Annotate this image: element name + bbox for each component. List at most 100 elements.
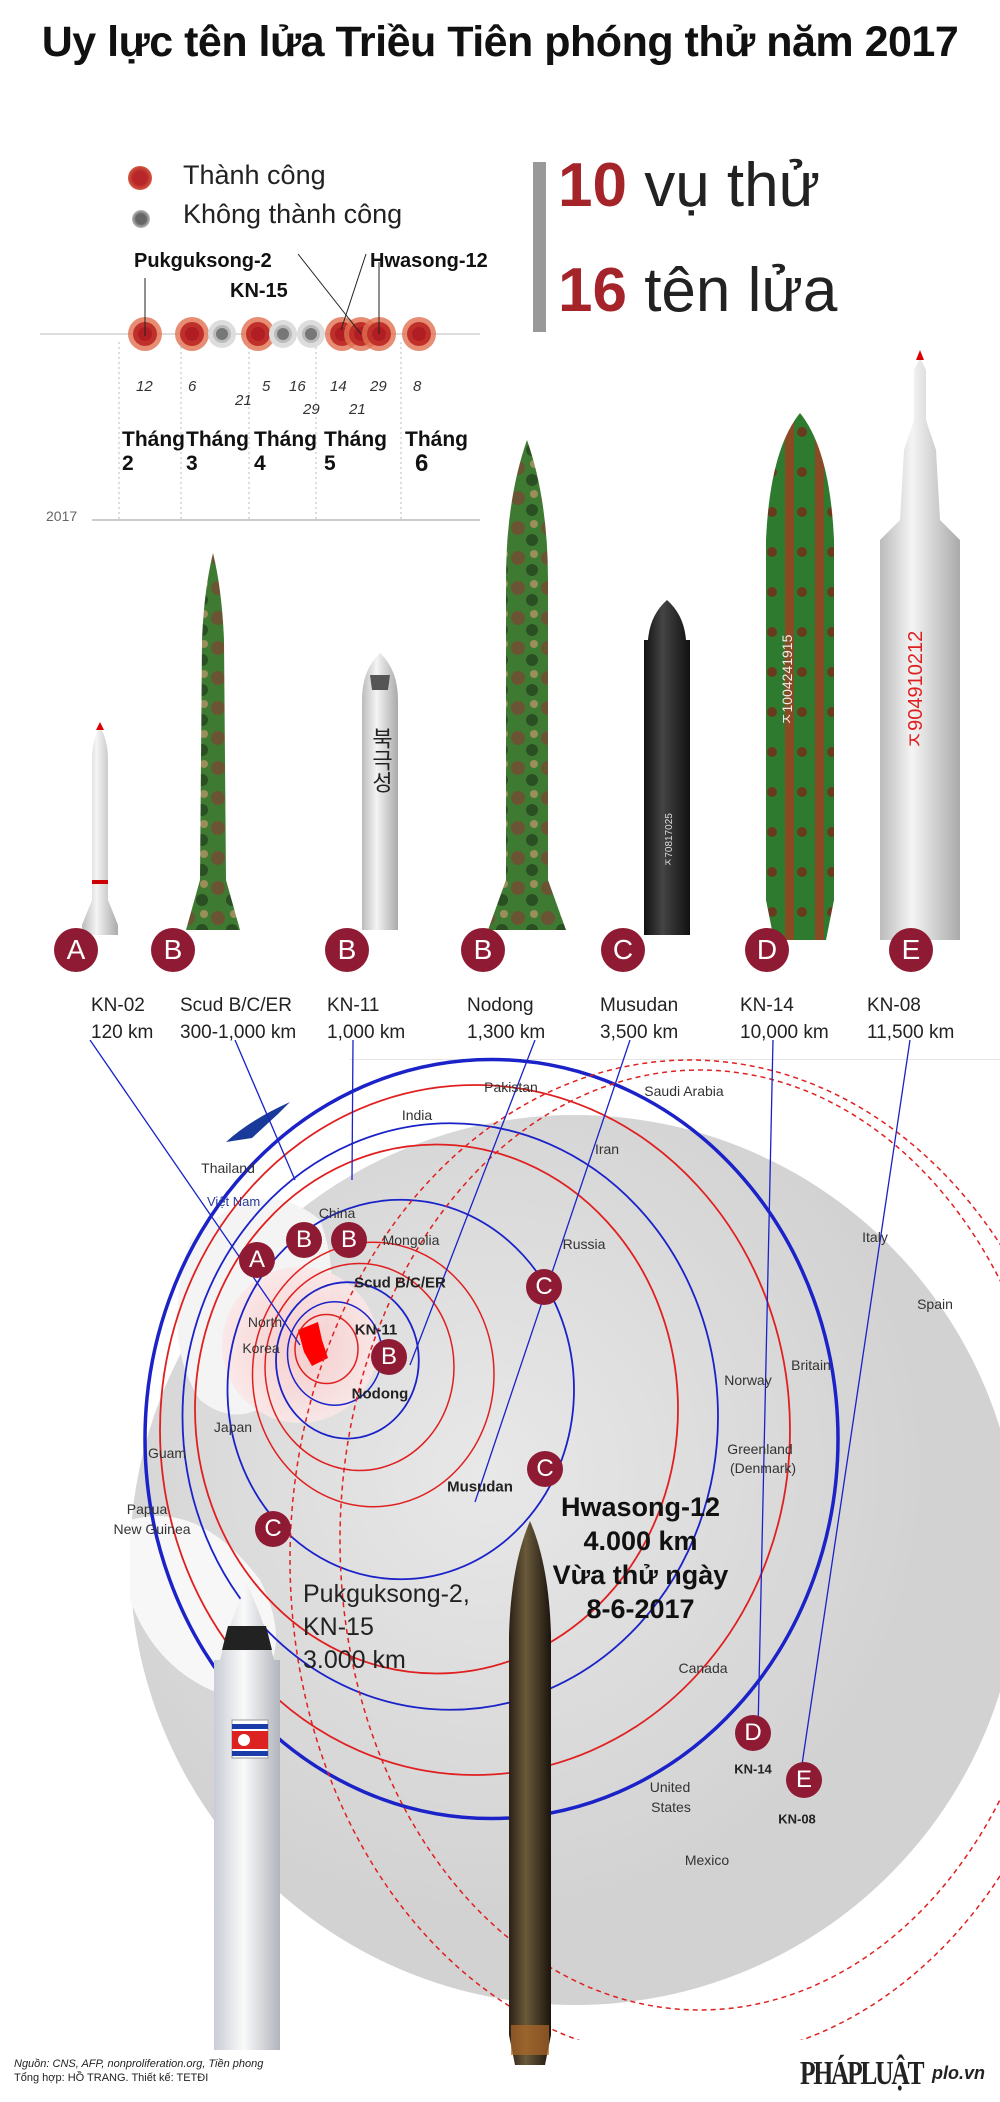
year-label: 2017 (46, 508, 78, 524)
map-label: Canada (678, 1660, 728, 1676)
hwasong-caption: Hwasong-12 4.000 km Vừa thử ngày 8-6-2017 (548, 1490, 733, 1626)
test-dot-fail (208, 320, 236, 348)
month-number: 4 (254, 452, 266, 475)
map-label: Norway (724, 1372, 772, 1388)
month-number: 2 (122, 452, 134, 475)
callout-leader (297, 253, 362, 335)
north-korea-shape (298, 1322, 328, 1366)
hwasong-test-label: Vừa thử ngày (552, 1560, 729, 1590)
missile-marker-d: D (745, 928, 789, 972)
map-label: Greenland (727, 1441, 793, 1457)
range-ring (143, 1057, 840, 1821)
hwasong-name: Hwasong-12 (560, 1492, 721, 1522)
missile-kn02 (82, 722, 118, 935)
missile-name: KN-14 (740, 995, 794, 1016)
test-date: 29 (370, 378, 387, 395)
hwasong-test-date: 8-6-2017 (586, 1594, 695, 1624)
map-label: New Guinea (113, 1521, 191, 1537)
logo-phapluat: PHÁPLUẬT (800, 2055, 925, 2092)
missile-scud (186, 553, 240, 930)
pukguksong-alt-name: KN-15 (303, 1613, 374, 1641)
missile-marker-b: B (461, 928, 505, 972)
map-marker-c: C (255, 1511, 291, 1547)
leader-line (89, 1040, 301, 1346)
test-dot-success (402, 317, 436, 351)
missile-label: KN-08 11,500 km (867, 992, 954, 1046)
missile-nodong (488, 440, 566, 930)
test-date: 6 (188, 378, 197, 395)
missile-range: 11,500 km (867, 1022, 955, 1043)
range-ring (275, 1281, 420, 1440)
missile-name: Nodong (467, 995, 534, 1016)
test-dot-success (241, 317, 275, 351)
missile-name: KN-11 (327, 995, 380, 1016)
map-label: Papua (126, 1501, 168, 1517)
stats-bar (533, 162, 546, 332)
map-label: Korea (242, 1340, 280, 1356)
map-label: Saudi Arabia (644, 1083, 724, 1099)
missile-range: 3,500 km (600, 1022, 679, 1043)
leader-line (799, 1040, 911, 1779)
footer-credit: Tổng hợp: HỒ TRANG. Thiết kế: TETĐI (14, 2072, 209, 2084)
map-missile-label: KN-14 (734, 1761, 772, 1777)
map-missile-label: Musudan (447, 1478, 513, 1496)
month-word: Tháng (405, 428, 468, 451)
leader-line (351, 1040, 354, 1181)
map-label: Spain (917, 1296, 953, 1312)
pukguksong-name: Pukguksong-2, (303, 1580, 470, 1608)
map-label: Russia (562, 1236, 606, 1252)
leader-line (234, 1040, 296, 1181)
map-label: Britain (791, 1357, 831, 1373)
range-ring-dashed (289, 1059, 1000, 2040)
test-date: 5 (262, 378, 271, 395)
callout-pukguksong: Pukguksong-2 (134, 250, 272, 272)
tests-stat: 10 vụ thử (558, 150, 820, 221)
map-label: China (318, 1205, 356, 1221)
test-date: 12 (136, 378, 153, 395)
test-dot-success (175, 317, 209, 351)
vietnam-shape (226, 1102, 290, 1142)
missile-name: KN-08 (867, 995, 921, 1016)
test-date: 16 (289, 378, 306, 395)
map-label: Iran (594, 1141, 620, 1157)
missile-name: Scud B/C/ER (180, 995, 292, 1016)
map-label: Pakistan (484, 1079, 538, 1095)
pukguksong-range: 3.000 km (303, 1646, 406, 1674)
map-label: Japan (213, 1419, 253, 1435)
missiles-count: 16 (558, 256, 627, 325)
site-link[interactable]: plo.vn (932, 2063, 985, 2083)
missile-marker-a: A (54, 928, 98, 972)
missile-kn14: ㅈ1004241915 (766, 413, 834, 940)
legend-fail-label: Không thành công (183, 199, 403, 229)
kn08-marking: ㅈ904910212 (905, 631, 927, 750)
test-dot-fail (269, 320, 297, 348)
map-label: United (649, 1779, 691, 1795)
callout-leader (340, 253, 367, 331)
month-number: 5 (324, 452, 336, 475)
map-marker-b: B (286, 1222, 322, 1258)
missile-lineup: 북극성 ㅈ70817025 ㅈ1004241915 ㅈ904910212 (82, 350, 960, 940)
timeline-chart (40, 253, 480, 521)
map-missile-label: Nodong (351, 1385, 409, 1403)
kn11-marking: 북극성 (368, 727, 393, 793)
test-date: 8 (413, 378, 422, 395)
labels-divider (350, 1059, 1000, 1060)
range-ring (264, 1262, 455, 1472)
pukguksong-caption: Pukguksong-2, KN-15 3.000 km (303, 1578, 470, 1677)
missile-musudan: ㅈ70817025 (644, 600, 690, 935)
map-marker-c: C (527, 1451, 563, 1487)
month-number: 3 (186, 452, 198, 475)
missile-kn11: 북극성 (362, 653, 398, 930)
missile-kn08: ㅈ904910212 (880, 350, 960, 940)
month-word: Tháng (186, 428, 249, 451)
map-label: Thailand (201, 1160, 255, 1176)
map-missile-label: KN-08 (778, 1811, 816, 1827)
map-label: India (401, 1107, 433, 1123)
test-dot-fail (297, 320, 325, 348)
hwasong-range: 4.000 km (583, 1526, 698, 1556)
kn14-marking: ㅈ1004241915 (779, 634, 795, 725)
